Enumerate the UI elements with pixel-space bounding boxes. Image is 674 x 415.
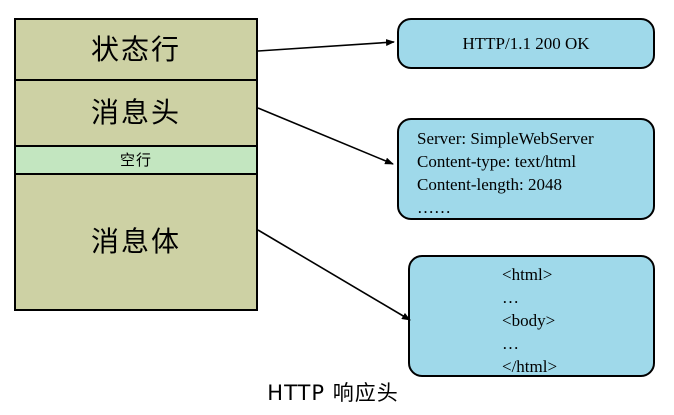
callout-line: </html> [502,357,558,376]
structure-row-label: 消息头 [90,96,181,129]
structure-row-label: 状态行 [90,32,181,66]
callout-message-body: <html> … <body> … </html> [408,255,655,377]
arrow-status-line [257,39,395,52]
http-response-structure-table: 状态行 消息头 空行 消息体 [14,18,258,311]
callout-line-group: <html> … <body> … </html> [502,263,557,378]
callout-line: … [502,334,519,353]
callout-line: …… [417,198,451,217]
structure-row-message-headers: 消息头 [16,81,256,147]
callout-line: Content-length: 2048 [417,175,562,194]
structure-row-blank-line: 空行 [16,147,256,175]
structure-row-message-body: 消息体 [16,175,256,309]
structure-row-label: 空行 [119,150,152,169]
callout-line: <body> [502,311,556,330]
callout-message-headers: Server: SimpleWebServer Content-type: te… [397,118,655,220]
callout-line: HTTP/1.1 200 OK [462,33,590,53]
diagram-caption: HTTP 响应头 [267,381,399,405]
callout-line: Content-type: text/html [417,152,577,171]
arrow-message-body [257,229,411,321]
structure-row-label: 消息体 [90,225,181,258]
arrow-message-headers [257,107,394,165]
callout-status-line: HTTP/1.1 200 OK [397,18,655,69]
structure-row-status-line: 状态行 [16,20,256,81]
callout-line: … [502,288,519,307]
callout-line: Server: SimpleWebServer [417,129,594,148]
callout-line: <html> [502,265,553,284]
